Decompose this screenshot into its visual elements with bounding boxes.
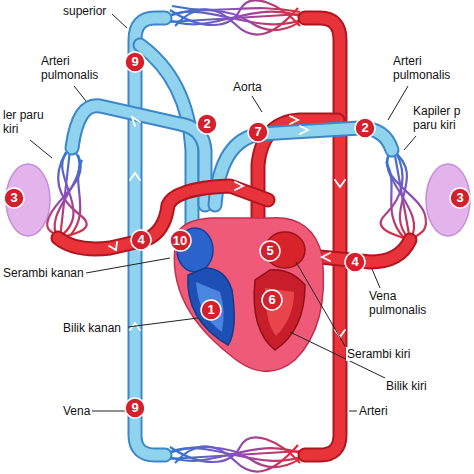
callout-number: 7	[247, 121, 269, 143]
callout-circle: 3	[449, 187, 471, 209]
callout-number: 10	[169, 229, 192, 252]
callout-circle: 5	[259, 240, 281, 262]
part-label: Arteri	[358, 404, 389, 418]
callout-circle: 2	[196, 113, 218, 135]
flow-arrows	[109, 116, 345, 337]
callout-number: 9	[124, 397, 146, 419]
callout-number: 3	[449, 187, 471, 209]
part-label: Arteri pulmonalis	[40, 54, 108, 82]
part-label: ler paru kiri	[2, 108, 48, 136]
leader-lines	[30, 14, 416, 411]
part-label: superior	[62, 4, 107, 18]
callout-number: 5	[259, 240, 281, 262]
callout-number: 4	[130, 229, 152, 251]
callout-circle: 9	[124, 51, 146, 73]
callout-number: 4	[344, 251, 366, 273]
callout-number: 2	[196, 113, 218, 135]
callout-circle: 1	[200, 299, 222, 321]
callout-number: 1	[200, 299, 222, 321]
callout-number: 2	[354, 117, 376, 139]
capillary-lung-left	[47, 148, 86, 240]
part-label: Serambi kanan	[2, 266, 85, 280]
part-label: Serambi kiri	[346, 347, 411, 361]
callout-number: 3	[3, 187, 25, 209]
capillary-top	[165, 0, 305, 34]
lung-right	[426, 164, 470, 236]
part-label: Kapiler p paru kiri	[412, 104, 472, 132]
callout-number: 6	[261, 289, 283, 311]
capillary-bottom	[165, 437, 305, 471]
heart	[174, 218, 323, 372]
callout-circle: 7	[247, 121, 269, 143]
part-label: Aorta	[232, 80, 263, 94]
systemic-vessels	[135, 18, 340, 455]
part-label: Bilik kanan	[62, 321, 122, 335]
callout-circle: 6	[261, 289, 283, 311]
callout-circle: 4	[344, 251, 366, 273]
callout-circle: 9	[124, 397, 146, 419]
part-label: Vena pulmonalis	[368, 289, 440, 317]
callout-number: 9	[124, 51, 146, 73]
part-label: Bilik kiri	[385, 379, 428, 393]
part-label: Arteri pulmonalis	[392, 54, 460, 82]
callout-circle: 10	[169, 229, 192, 252]
callout-circle: 2	[354, 117, 376, 139]
capillary-lung-right	[381, 150, 426, 242]
part-label: Vena	[62, 404, 91, 418]
callout-circle: 4	[130, 229, 152, 251]
callout-circle: 3	[3, 187, 25, 209]
